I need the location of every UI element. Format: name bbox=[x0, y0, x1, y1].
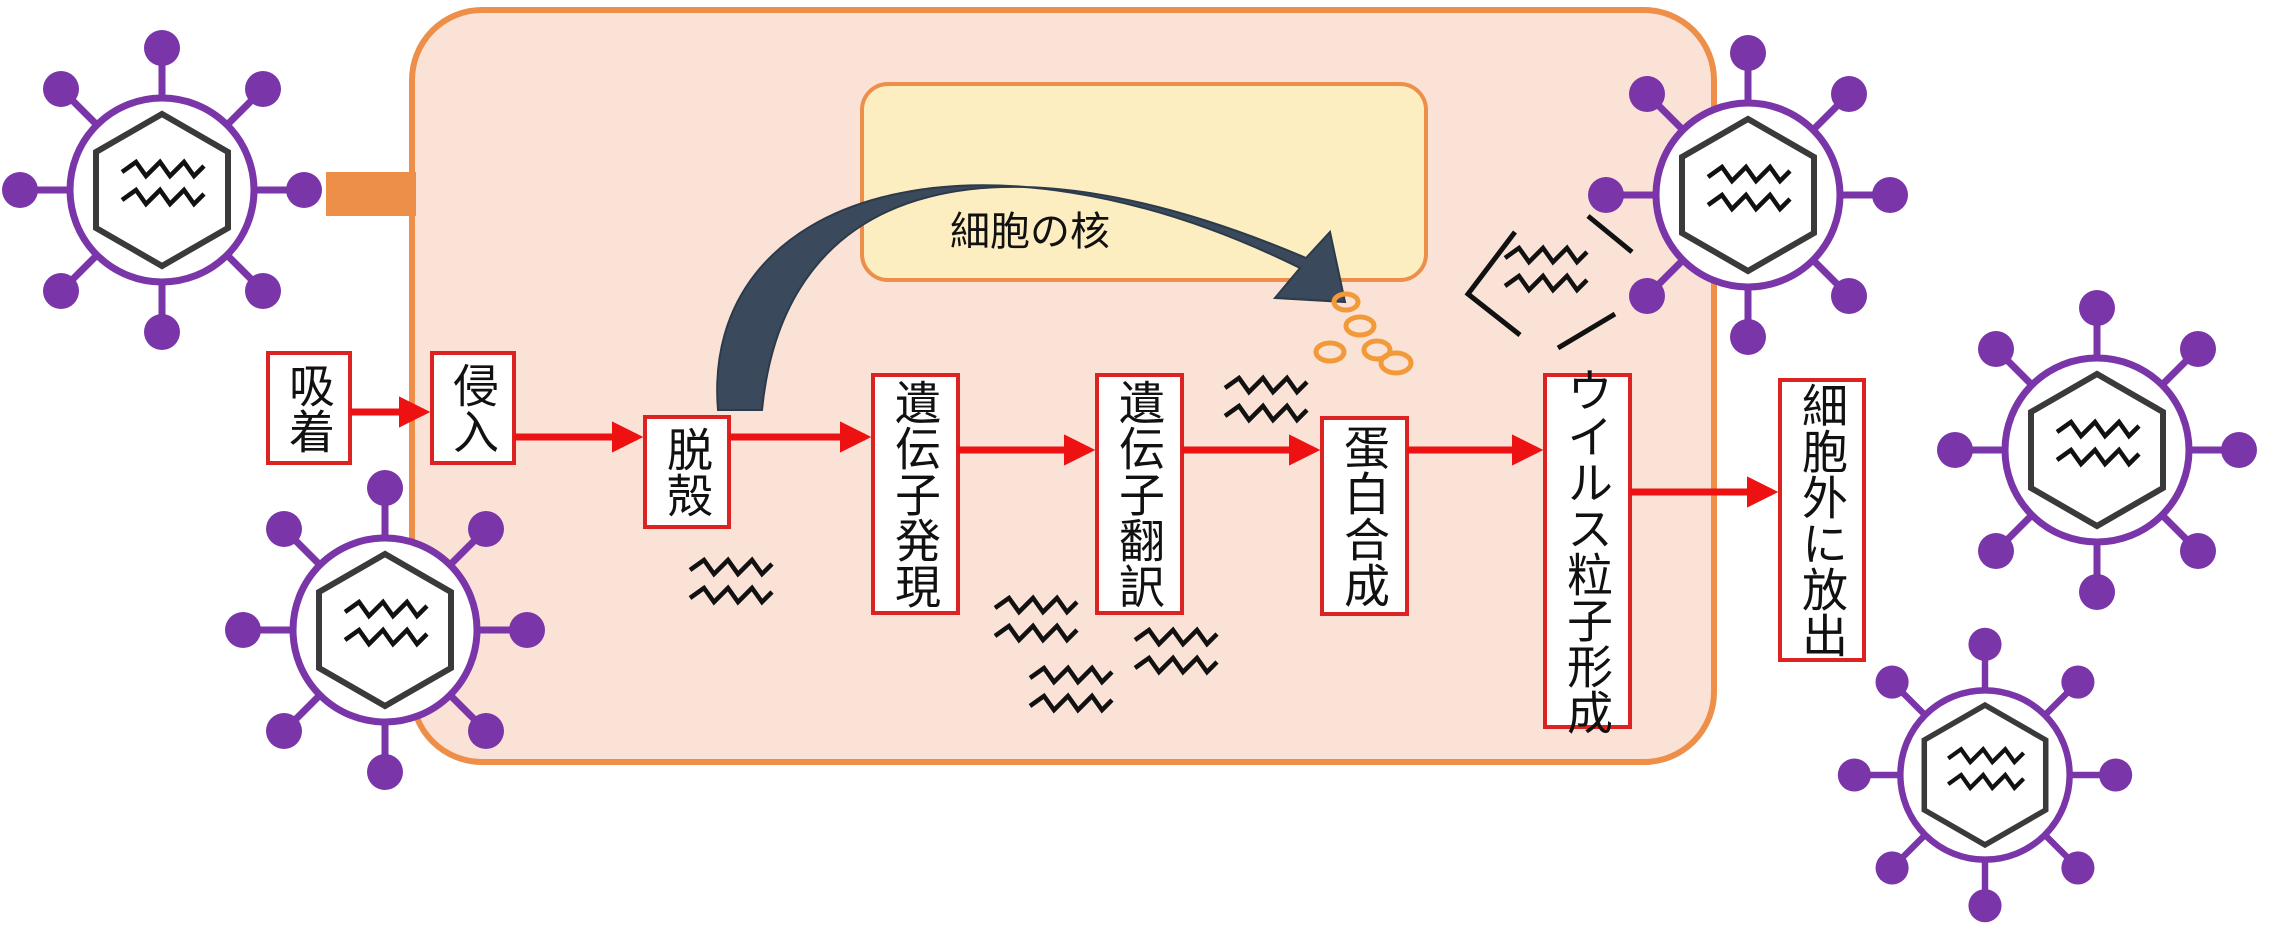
step-label: 遺伝子翻訳 bbox=[1112, 379, 1166, 609]
flow-arrows bbox=[350, 396, 1779, 508]
step-box-uncoating: 脱殻 bbox=[643, 415, 731, 529]
virus-particle-icon bbox=[1838, 628, 2132, 922]
step-box-particle-formation: ウイルス粒子形成 bbox=[1543, 367, 1632, 735]
virus-particle-icon bbox=[225, 470, 545, 790]
protein-droplets bbox=[1313, 291, 1414, 376]
step-box-release: 細胞外に放出 bbox=[1778, 378, 1866, 662]
step-box-adsorption: 吸着 bbox=[266, 351, 352, 465]
capsid-fragments bbox=[1464, 214, 1634, 351]
step-label: 蛋白合成 bbox=[1337, 424, 1391, 608]
step-label: 細胞外に放出 bbox=[1795, 382, 1849, 658]
step-label: 遺伝子発現 bbox=[888, 379, 942, 609]
virus-particle-icon bbox=[1588, 35, 1908, 355]
attachment-receptor bbox=[326, 172, 416, 216]
step-box-entry: 侵入 bbox=[430, 351, 516, 465]
step-box-gene-expression: 遺伝子発現 bbox=[871, 373, 960, 615]
nucleus-label: 細胞の核 bbox=[950, 209, 1110, 255]
step-label: ウイルス粒子形成 bbox=[1560, 367, 1614, 735]
virus-particle-icon bbox=[2, 30, 322, 350]
cell-nucleus bbox=[860, 82, 1428, 282]
step-label: 脱殻 bbox=[660, 426, 714, 518]
step-label: 侵入 bbox=[446, 362, 500, 454]
step-box-gene-translation: 遺伝子翻訳 bbox=[1095, 373, 1184, 615]
curved-arrow-to-nucleus bbox=[716, 184, 1347, 411]
virus-particle-icon bbox=[1937, 290, 2257, 610]
step-box-protein-synthesis: 蛋白合成 bbox=[1320, 416, 1409, 616]
step-label: 吸着 bbox=[282, 362, 336, 454]
